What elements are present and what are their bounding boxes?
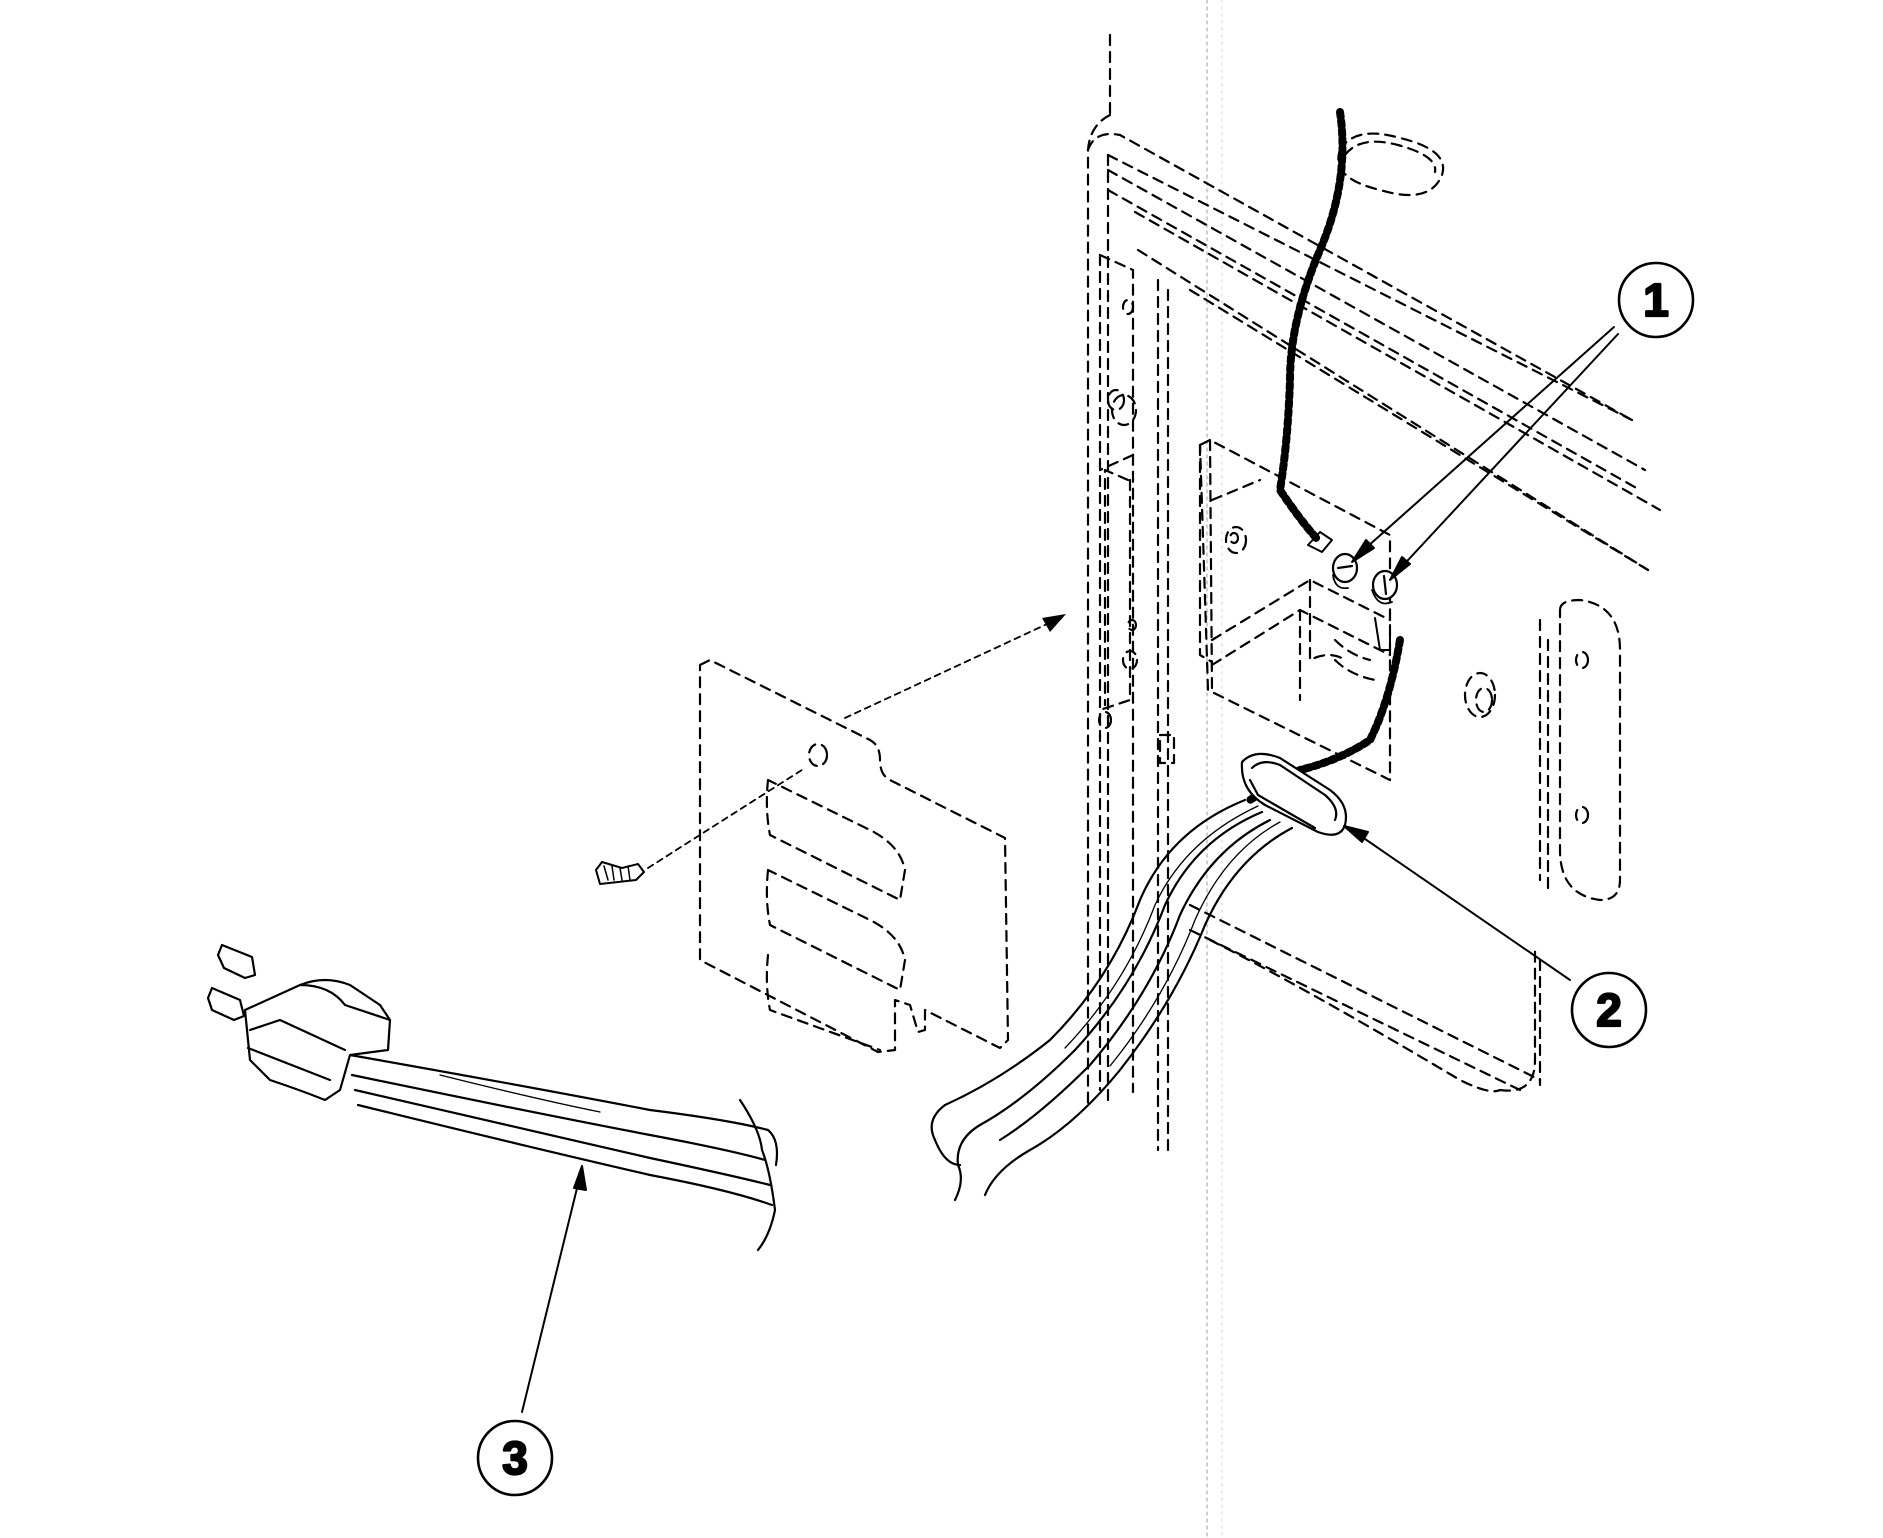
callout-1-leaders: [1351, 326, 1619, 581]
plug: [206, 943, 392, 1102]
mounting-screw: [595, 861, 645, 885]
callout-3: 3: [476, 1419, 554, 1497]
cover-install-arrow: [844, 614, 1066, 719]
screw-path-line: [647, 767, 806, 869]
strain-relief-bushing: [1240, 752, 1348, 836]
callout-1-label: 1: [1643, 274, 1669, 326]
callout-2-leader: [1343, 825, 1571, 981]
power-cord-loose: [348, 1053, 779, 1252]
power-cord-installed: [930, 798, 1294, 1202]
appliance-cabinet: [1086, 33, 1662, 1152]
callout-3-leader: [521, 1165, 587, 1413]
ground-wire: [1246, 108, 1404, 804]
ground-screw-left: [1331, 552, 1359, 590]
callout-2: 2: [1570, 971, 1648, 1049]
terminal-box: [1198, 438, 1392, 782]
callout-2-label: 2: [1596, 984, 1622, 1036]
access-cover-plate: [698, 658, 1010, 1054]
callout-1: 1: [1617, 261, 1695, 339]
callout-3-label: 3: [502, 1432, 528, 1484]
